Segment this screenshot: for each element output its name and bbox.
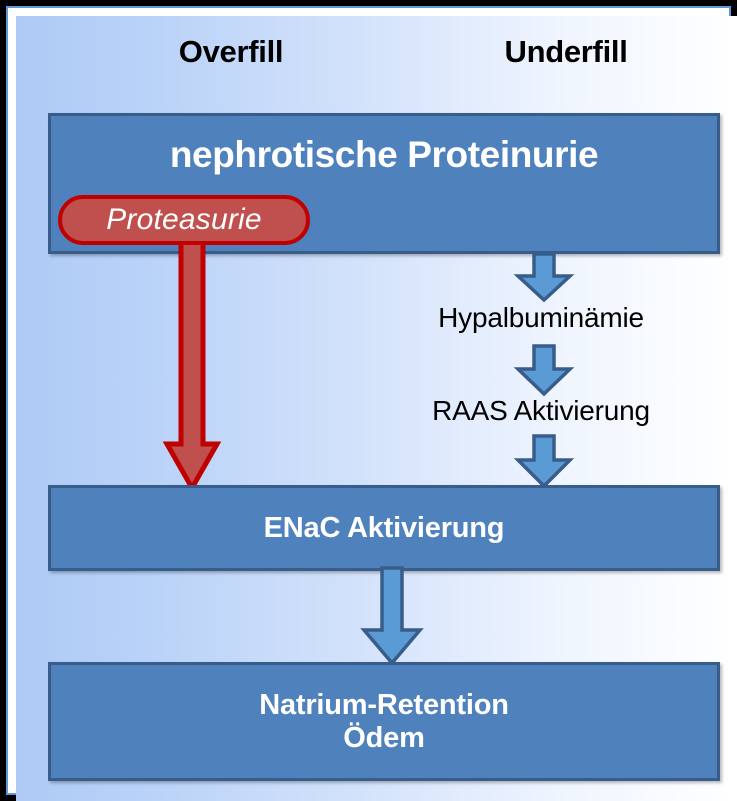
arrow-hypalbuminaemie-to-raas xyxy=(513,344,575,397)
node-label-enac-aktivierung: ENaC Aktivierung xyxy=(263,511,505,544)
arrow-blue-shape xyxy=(360,566,424,666)
label-raas-aktivierung: RAAS Aktivierung xyxy=(432,395,650,426)
column-header-overfill: Overfill xyxy=(178,34,284,69)
arrow-blue-shape xyxy=(513,252,575,303)
arrow-raas-to-enac xyxy=(513,434,575,489)
arrow-blue-shape xyxy=(513,344,575,397)
diagram-stage: Overfill Underfill nephrotische Proteinu… xyxy=(16,16,737,801)
arrow-red-shape xyxy=(162,209,222,494)
node-label-natrium-retention-oedem: Natrium-Retention Ödem xyxy=(259,689,509,754)
arrow-blue-shape xyxy=(513,434,575,489)
label-hypalbuminaemie: Hypalbuminämie xyxy=(438,302,644,333)
column-header-underfill: Underfill xyxy=(504,34,628,69)
node-label-line-1: Natrium-Retention xyxy=(259,689,509,722)
node-enac-aktivierung: ENaC Aktivierung xyxy=(48,485,720,571)
node-label-nephrotische-proteinurie: nephrotische Proteinurie xyxy=(169,134,599,175)
arrow-proteasurie-to-enac xyxy=(162,209,222,494)
node-proteasurie-pill: Proteasurie xyxy=(58,195,310,245)
diagram-canvas-outline: Overfill Underfill nephrotische Proteinu… xyxy=(6,6,737,801)
node-label-proteasurie: Proteasurie xyxy=(106,203,262,236)
node-label-line-2: Ödem xyxy=(343,721,425,754)
arrow-proteinurie-to-hypalbuminaemie xyxy=(513,252,575,303)
node-natrium-retention-oedem: Natrium-Retention Ödem xyxy=(48,662,720,781)
arrow-enac-to-natrium xyxy=(360,566,424,666)
